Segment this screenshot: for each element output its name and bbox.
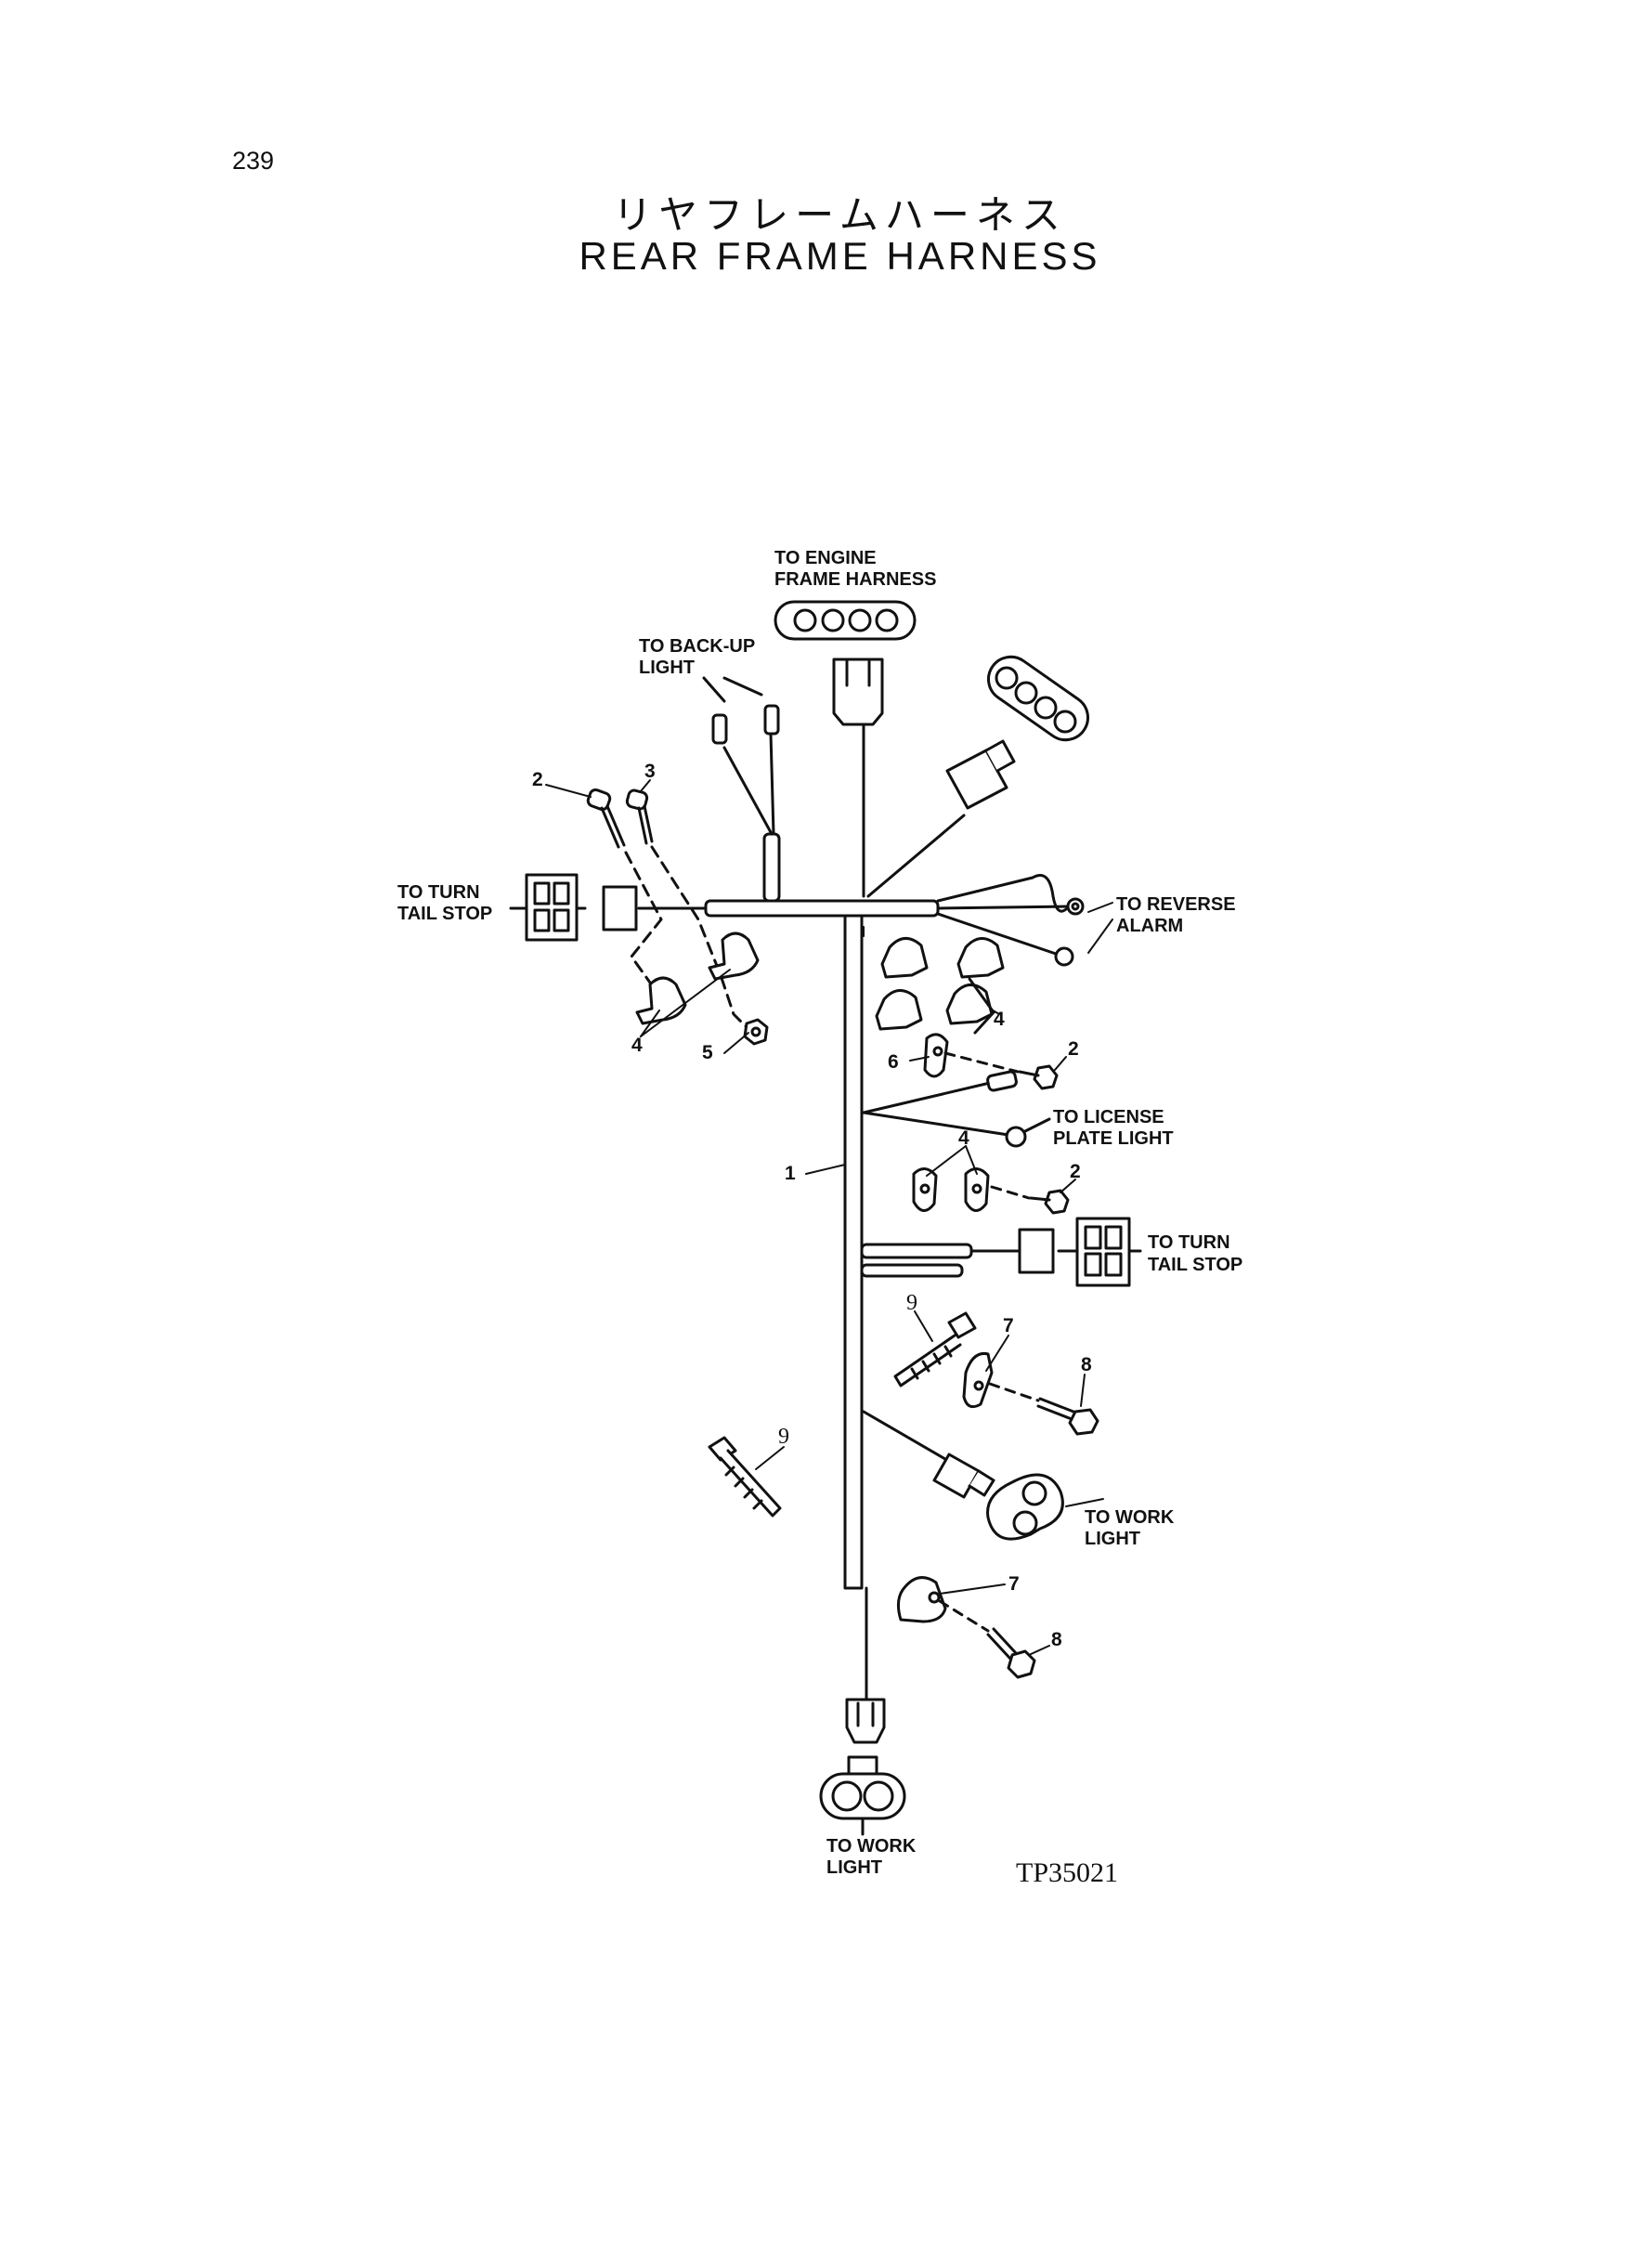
clamp-part-7-lower	[896, 1576, 947, 1623]
left-screw-part-3	[625, 788, 654, 845]
label-reverse-alarm-line2: ALARM	[1116, 916, 1183, 936]
left-turn-tail-stop-branch	[509, 873, 708, 942]
upper-right-clamp-parts-4	[875, 937, 1005, 1035]
label-left-turn-tail-stop-line2: TAIL STOP	[397, 904, 492, 924]
upper-dashed-line-7-8	[988, 1382, 1040, 1402]
upper-right-screw-part-2	[1018, 1064, 1059, 1090]
reverse-alarm-branch	[936, 874, 1085, 967]
work-light-right-branch	[862, 1410, 1064, 1541]
upper-right-dashed-line	[943, 1051, 1020, 1074]
bolt-part-8-upper	[1036, 1397, 1099, 1436]
cable-tie-part-9-upper	[893, 1311, 977, 1388]
label-work-light-right-line1: TO WORK	[1085, 1507, 1175, 1528]
label-work-light-right-line2: LIGHT	[1085, 1529, 1140, 1549]
back-up-light-branch	[702, 676, 781, 903]
mid-right-screw-part-2	[1029, 1189, 1070, 1215]
label-right-turn-tail-stop-line1: TO TURN	[1148, 1232, 1230, 1253]
clip-part-6	[923, 1033, 949, 1078]
label-work-light-bottom-line2: LIGHT	[826, 1857, 882, 1878]
page-title-japanese: リヤフレームハーネス	[613, 192, 1067, 238]
callout-9-upper: 9	[906, 1291, 917, 1315]
lower-dashed-line-7-8	[938, 1599, 990, 1633]
callout-7-upper: 7	[1003, 1315, 1014, 1336]
engine-harness-connector	[774, 600, 917, 641]
callout-8-lower: 8	[1051, 1629, 1062, 1650]
clamp-part-7-upper	[962, 1351, 994, 1409]
callout-9-left: 9	[778, 1425, 789, 1449]
label-reverse-alarm-line1: TO REVERSE	[1116, 894, 1236, 915]
label-engine-frame-harness-line1: TO ENGINE	[774, 548, 877, 568]
left-dashed-lines	[624, 845, 750, 1031]
callout-8-upper: 8	[1081, 1354, 1092, 1375]
label-left-turn-tail-stop-line1: TO TURN	[397, 882, 480, 903]
mid-right-dashed-line	[990, 1185, 1031, 1200]
page-title-english: REAR FRAME HARNESS	[579, 234, 1101, 278]
bottom-work-light-connector	[819, 1698, 906, 1836]
callout-2-upper-right: 2	[1068, 1038, 1079, 1060]
label-engine-frame-harness-line2: FRAME HARNESS	[774, 569, 936, 590]
diagonal-connector-branch	[866, 655, 1089, 898]
label-back-up-light-line2: LIGHT	[639, 658, 695, 678]
mid-right-clip-parts-4	[912, 1167, 990, 1212]
license-plate-light-branch	[862, 1070, 1051, 1148]
callout-2-left: 2	[532, 769, 543, 790]
page-number: 239	[232, 147, 275, 175]
callout-leaders	[545, 779, 1113, 1656]
left-screw-part-2	[586, 788, 626, 849]
bolt-part-8-lower	[986, 1627, 1036, 1679]
label-back-up-light-line1: TO BACK-UP	[639, 636, 755, 657]
callout-4-left: 4	[631, 1035, 643, 1056]
cable-tie-part-9-left	[708, 1436, 782, 1518]
callout-4-upper-right: 4	[994, 1009, 1005, 1030]
figure-id: TP35021	[1016, 1857, 1118, 1888]
left-nut-part-5	[743, 1018, 769, 1046]
label-license-plate-light-line2: PLATE LIGHT	[1053, 1128, 1174, 1149]
label-right-turn-tail-stop-line2: TAIL STOP	[1148, 1255, 1242, 1275]
label-license-plate-light-line1: TO LICENSE	[1053, 1107, 1164, 1127]
right-turn-tail-stop-branch	[860, 1217, 1142, 1287]
callout-6: 6	[888, 1051, 899, 1073]
callout-1: 1	[785, 1163, 796, 1184]
callout-4-mid-right: 4	[958, 1127, 969, 1149]
callout-2-mid-right: 2	[1070, 1161, 1081, 1182]
callout-5: 5	[702, 1042, 713, 1063]
callout-3: 3	[644, 761, 656, 782]
left-clamp-parts-4	[635, 932, 760, 1025]
engine-harness-branch	[832, 658, 884, 898]
trunk-branch-stub	[860, 1263, 964, 1278]
callout-7-lower: 7	[1008, 1573, 1020, 1595]
label-work-light-bottom-line1: TO WORK	[826, 1836, 917, 1857]
